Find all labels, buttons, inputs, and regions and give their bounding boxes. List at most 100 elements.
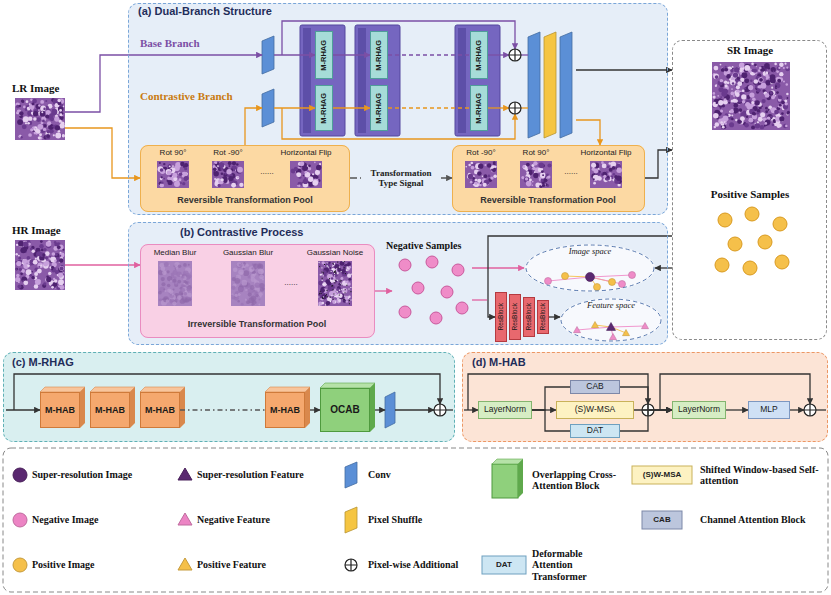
ocab-block: OCAB — [320, 388, 370, 432]
rhag-column — [300, 25, 345, 136]
negative-sample — [456, 302, 468, 314]
wire — [488, 107, 509, 108]
box-label: DAT — [587, 426, 603, 436]
histology-image — [318, 261, 352, 306]
add-symbol — [509, 49, 521, 61]
ellipsis: ...... — [249, 167, 285, 176]
legend-conv — [345, 462, 357, 488]
rhag-column-side — [458, 28, 466, 133]
samples-caption: Negative Samples — [386, 240, 461, 252]
panel-fill — [3, 352, 455, 442]
wire — [816, 409, 826, 410]
add-symbol — [804, 404, 816, 416]
legend-frame — [3, 448, 828, 592]
legend-triangle — [178, 468, 192, 480]
block-face — [180, 387, 185, 428]
wire — [472, 299, 487, 300]
connector — [388, 54, 470, 55]
box-label: M-HAB — [145, 405, 175, 415]
sample-triangle — [610, 334, 617, 340]
histology-image — [157, 161, 189, 188]
negative-sample — [441, 286, 453, 298]
legend-label: Super-resolution Feature — [197, 469, 304, 481]
box-label: M-RHAG — [475, 93, 484, 124]
wire — [310, 409, 320, 410]
positive-sample — [715, 258, 729, 272]
sample-dot — [586, 273, 595, 282]
edge-label: Transformation Type Signal — [361, 167, 441, 190]
connector — [333, 107, 370, 108]
legend-pixel-shuffle — [345, 507, 357, 533]
wire — [65, 55, 262, 112]
wire — [790, 409, 804, 410]
legend-msa — [632, 466, 692, 484]
branch-name: Contrastive Branch — [140, 90, 233, 103]
panel-fill — [140, 145, 350, 212]
negative-sample — [399, 306, 411, 318]
box-label: OCAB — [330, 404, 359, 416]
transformation-pool: Median BlurGaussian Blur......Gaussian N… — [140, 244, 375, 338]
legend-label: Positive Feature — [197, 559, 266, 571]
ellipsis: ...... — [271, 278, 311, 287]
box-label: ResBlock — [511, 303, 518, 330]
block-face — [80, 387, 85, 428]
panel-fill — [128, 3, 668, 215]
transform-name: Rot -90° — [455, 148, 507, 157]
negative-sample — [452, 264, 464, 276]
histology-image — [520, 161, 552, 188]
box-label: M-RHAG — [375, 40, 384, 71]
image-caption: HR Image — [12, 224, 61, 237]
conv-layer — [262, 89, 274, 127]
panel-fill — [672, 40, 827, 340]
wire — [521, 54, 528, 55]
connector — [549, 316, 560, 317]
negative-sample — [412, 282, 424, 294]
sample-dot — [629, 272, 636, 279]
legend-label: Negative Feature — [197, 514, 270, 526]
wire — [576, 120, 600, 145]
ellipse-fill — [560, 298, 662, 342]
distance-spoke — [611, 326, 645, 327]
rhag-column — [455, 25, 500, 136]
box-label: ResBlock — [539, 303, 546, 330]
sample-triangle — [592, 322, 599, 328]
transformation-pool: Rot -90°Rot 90°......Horizontal FlipReve… — [452, 145, 645, 212]
rhag-block: M-RHAG — [470, 85, 488, 131]
dat-box: DAT — [570, 424, 620, 438]
connector — [388, 107, 470, 108]
negative-sample — [399, 259, 411, 271]
box-label: (S)W-MSA — [575, 405, 615, 415]
wire — [6, 409, 40, 410]
transform-name: Gaussian Blur — [215, 248, 281, 257]
conv-layer — [560, 32, 572, 138]
mlp-box: MLP — [748, 401, 790, 419]
rhag-column — [355, 25, 400, 136]
sample-dot — [619, 281, 626, 288]
panel-fill — [140, 244, 375, 338]
rhag-block: M-RHAG — [315, 31, 333, 79]
box-label: ResBlock — [497, 303, 504, 330]
transformation-pool: Rot 90°Rot -90°......Horizontal FlipReve… — [140, 145, 350, 212]
box-label: M-HAB — [45, 405, 75, 415]
transform-name: Gaussian Noise — [299, 248, 371, 257]
conv-layer — [385, 392, 395, 428]
resblock: ResBlock — [523, 297, 535, 337]
block-face — [305, 387, 310, 428]
histology-image — [290, 161, 322, 188]
legend-label: Shifted Window-based Self-attention — [700, 464, 824, 487]
legend-icon-text: (S)W-MSA — [643, 470, 682, 479]
legend-label: Deformable Attention Transformer — [532, 548, 624, 583]
box-label: LayerNorm — [678, 405, 720, 415]
rhag-block: M-RHAG — [470, 31, 488, 79]
panel-title: (a) Dual-Branch Structure — [138, 5, 358, 18]
image-caption: SR Image — [680, 44, 820, 57]
image-caption: LR Image — [12, 82, 59, 95]
block-face — [518, 459, 523, 498]
panel-title: (c) M-RHAG — [12, 356, 132, 369]
rhag-panel: (c) M-RHAGM-HABM-HABM-HABM-HABOCAB — [3, 352, 455, 442]
sample-triangle — [623, 330, 630, 336]
panel-fill — [452, 145, 645, 212]
hab-block: M-HAB — [40, 392, 80, 428]
panel-fill — [128, 222, 668, 345]
